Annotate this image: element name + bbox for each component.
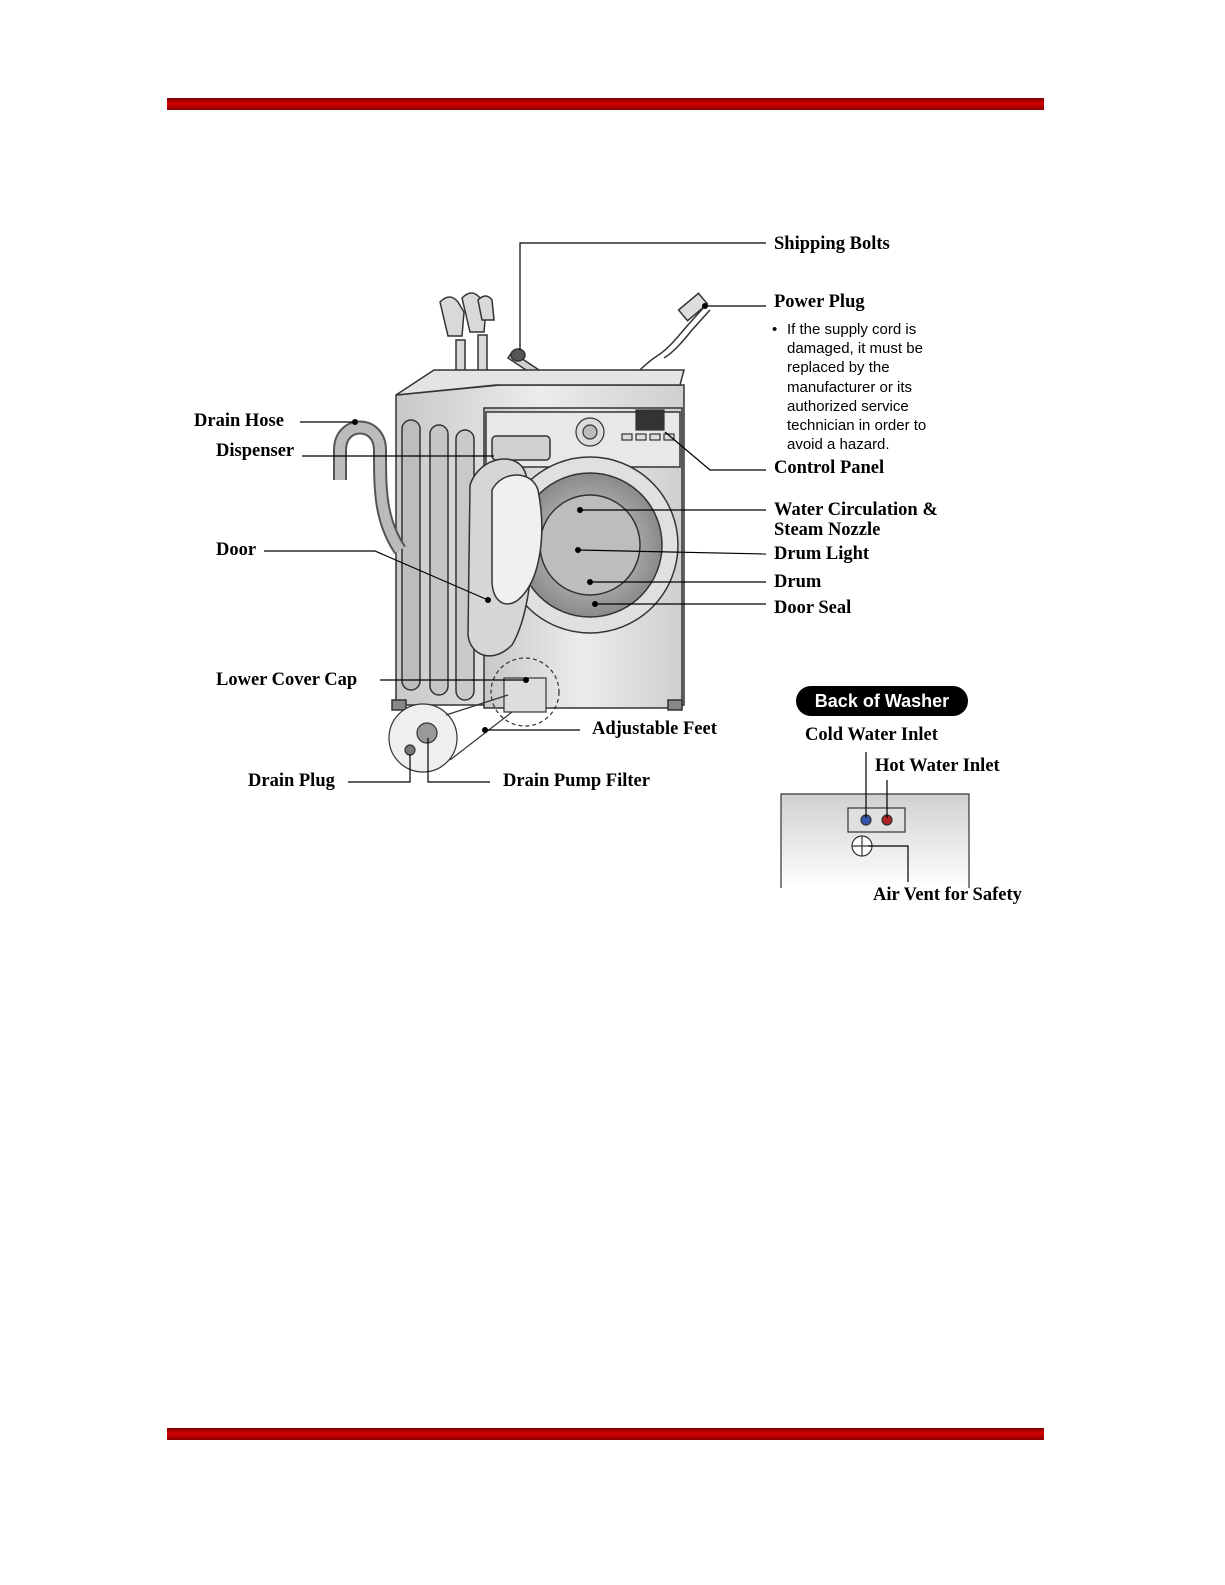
leader-dots [352,303,708,733]
back-leader-lines [865,752,909,882]
label-hot-water-inlet: Hot Water Inlet [875,756,1000,776]
label-dispenser: Dispenser [216,441,295,461]
label-power-plug: Power Plug [774,292,865,312]
label-control-panel: Control Panel [774,458,885,478]
label-cold-water-inlet: Cold Water Inlet [805,725,938,745]
label-drum-light: Drum Light [774,544,870,564]
water-faucets [439,292,495,386]
label-lower-cover-cap: Lower Cover Cap [216,670,358,690]
label-adjustable-feet: Adjustable Feet [592,719,717,739]
drain-hose [333,420,406,554]
label-door: Door [216,540,257,560]
back-of-washer-badge: Back of Washer [796,686,968,716]
label-drain-hose: Drain Hose [194,411,284,431]
label-door-seal: Door Seal [774,598,852,618]
label-drain-pump-filter: Drain Pump Filter [503,771,650,791]
label-steam-nozzle: Steam Nozzle [774,520,881,540]
top-red-rule [167,98,1044,110]
power-plug-note-text: If the supply cord is damaged, it must b… [787,321,927,454]
drum-graphic [501,456,679,634]
bottom-red-rule [167,1428,1044,1440]
label-drum: Drum [774,572,822,592]
back-of-washer-inset [780,793,970,888]
label-shipping-bolts: Shipping Bolts [774,234,890,254]
label-drain-plug: Drain Plug [248,771,335,791]
control-panel-graphic [575,409,675,447]
bullet: • [772,321,778,338]
leader-lines [264,242,767,783]
label-water-circulation: Water Circulation & [774,500,938,520]
drain-filter-zoom [388,694,513,773]
open-door [467,458,543,657]
dispenser-drawer [491,435,551,461]
label-air-vent: Air Vent for Safety [873,885,1022,905]
